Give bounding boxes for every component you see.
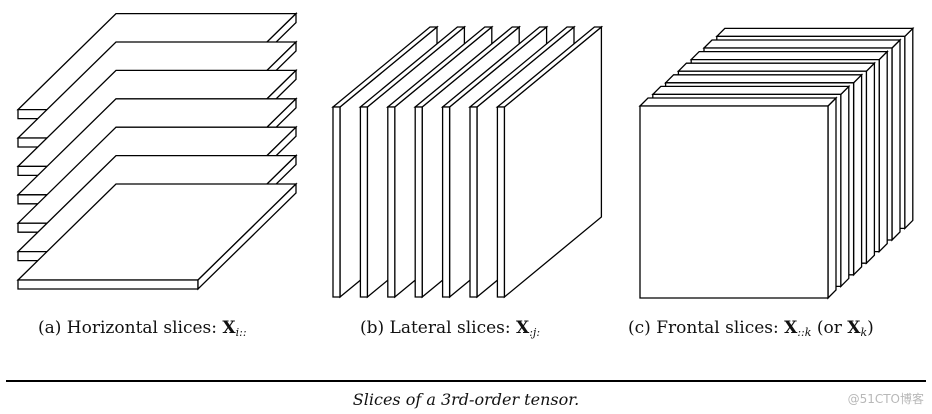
figure-caption: Slices of a 3rd-order tensor. bbox=[352, 390, 580, 409]
tensor-symbol: X bbox=[516, 318, 530, 338]
lateral-slice-front bbox=[332, 106, 341, 298]
frontal-slice-side bbox=[891, 38, 901, 242]
label-text: (c) Frontal slices: bbox=[628, 318, 779, 338]
lateral-slice-front bbox=[496, 106, 506, 298]
frontal-slice-top bbox=[638, 97, 838, 107]
tensor-subscript-alt: k bbox=[860, 326, 868, 339]
lateral-slice-front bbox=[359, 106, 369, 298]
frontal-slice-top bbox=[651, 85, 851, 96]
lateral-slice-front bbox=[414, 106, 423, 298]
lateral-slices-diagram bbox=[331, 25, 604, 299]
frontal-slice-top bbox=[676, 62, 876, 72]
frontal-slice-side bbox=[865, 61, 876, 265]
frontal-slice-side bbox=[852, 73, 863, 277]
tensor-symbol-alt: X bbox=[847, 318, 861, 338]
frontal-slices-label: (c) Frontal slices: X::k (or Xk) bbox=[628, 318, 874, 339]
horizontal-slices-diagram bbox=[16, 12, 298, 291]
tensor-symbol: X bbox=[222, 318, 236, 338]
caption-rule bbox=[6, 380, 926, 382]
label-text: (a) Horizontal slices: bbox=[38, 318, 218, 338]
lateral-slice-front bbox=[441, 106, 451, 298]
tensor-subscript: i:: bbox=[235, 326, 247, 339]
tensor-subscript: ::k bbox=[797, 326, 812, 339]
frontal-slices-diagram bbox=[638, 26, 915, 300]
frontal-slice-front bbox=[639, 105, 829, 299]
lateral-slice-front bbox=[469, 106, 478, 298]
frontal-slice-side bbox=[827, 96, 837, 300]
frontal-slice-top bbox=[715, 27, 915, 38]
frontal-slice-top bbox=[689, 50, 889, 61]
frontal-slice-top bbox=[702, 39, 902, 49]
label-text: (b) Lateral slices: bbox=[360, 318, 511, 338]
frontal-slice-side bbox=[904, 26, 914, 230]
frontal-slice-side bbox=[840, 84, 850, 288]
frontal-slice-side bbox=[878, 50, 888, 254]
horizontal-slice-side bbox=[197, 182, 297, 291]
lateral-slice-front bbox=[387, 106, 396, 298]
label-alt-open: (or bbox=[816, 318, 842, 338]
tensor-subscript: :j: bbox=[529, 326, 541, 339]
frontal-slice-top bbox=[664, 74, 864, 84]
lateral-slices-label: (b) Lateral slices: X:j: bbox=[360, 318, 540, 339]
tensor-symbol: X bbox=[784, 318, 798, 338]
horizontal-slice-front bbox=[17, 279, 199, 290]
horizontal-slices-label: (a) Horizontal slices: Xi:: bbox=[38, 318, 247, 339]
label-alt-close: ) bbox=[867, 318, 874, 338]
watermark: @51CTO博客 bbox=[847, 392, 924, 406]
